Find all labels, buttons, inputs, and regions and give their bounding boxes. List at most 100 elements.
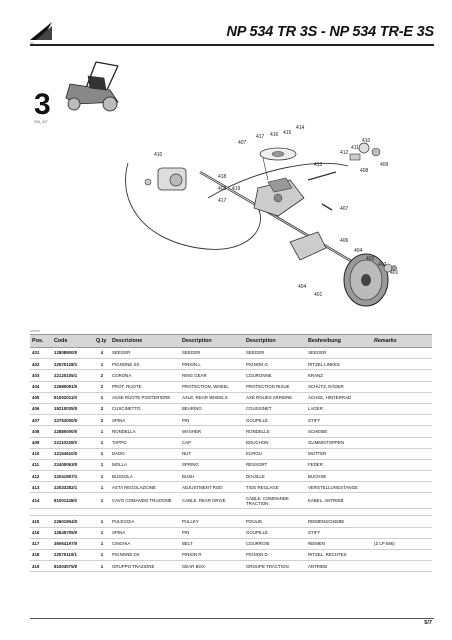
cell-desc-it: ASSE RUOTE POSTERIORE bbox=[110, 392, 180, 404]
callout-406: 406 bbox=[340, 238, 349, 244]
callout-404: 404 bbox=[298, 284, 307, 290]
col-code: Code bbox=[52, 334, 94, 348]
table-code: 437510 bbox=[30, 329, 41, 333]
cell-desc-fr: TIGE REGLAGE bbox=[244, 481, 306, 494]
cell-desc-fr: POULIE bbox=[244, 515, 306, 528]
callout-401-right: 401 bbox=[390, 270, 399, 276]
cell-remarks bbox=[372, 414, 432, 427]
cell-pos: 403 bbox=[30, 369, 52, 382]
cell-desc-it: CAVO COMANDO TRAZIONE bbox=[110, 492, 180, 510]
cell-desc-it: CINGHIA bbox=[110, 538, 180, 551]
cell-desc-it: TAPPO bbox=[110, 437, 180, 449]
section-code: 536_007 bbox=[34, 120, 48, 124]
col-description-en: Description bbox=[180, 334, 244, 348]
page-title: NP 534 TR 3S - NP 534 TR-E 3S bbox=[226, 24, 435, 40]
cell-code: 35064197/0 bbox=[52, 538, 94, 551]
exploded-diagram: 410 407 417 416 415 414 418 402 419 417 … bbox=[125, 125, 399, 307]
callout-409: 409 bbox=[380, 162, 389, 168]
title-rule bbox=[30, 44, 434, 46]
cell-code: 22570110/1 bbox=[52, 549, 94, 562]
table-spacer-row bbox=[30, 508, 432, 517]
cell-code: 12808900/0 bbox=[52, 347, 94, 360]
wheel-gear-drawing bbox=[343, 253, 389, 307]
cell-remarks bbox=[372, 437, 432, 449]
spacer-cell bbox=[30, 508, 52, 517]
cell-desc-de: SCHEIBE bbox=[306, 425, 372, 438]
spacer-cell bbox=[180, 508, 244, 517]
callout-419: 419 bbox=[232, 186, 241, 192]
cell-desc-en: BELT bbox=[180, 538, 244, 551]
cell-desc-de: BUCHSE bbox=[306, 470, 372, 483]
cell-remarks bbox=[372, 403, 432, 416]
cell-remarks bbox=[372, 459, 432, 472]
cell-remarks bbox=[372, 549, 432, 562]
callout-412: 412 bbox=[340, 150, 349, 156]
cell-desc-it: RONDELLA bbox=[110, 425, 180, 438]
cell-pos: 410 bbox=[30, 448, 52, 460]
spacer-cell bbox=[110, 508, 180, 517]
callout-408: 408 bbox=[360, 168, 369, 174]
cell-desc-en: GEAR BOX bbox=[180, 560, 244, 573]
cell-desc-de: SCHÜTZ, RÄDER bbox=[306, 381, 372, 393]
cell-code: 22033282/1 bbox=[52, 481, 94, 494]
cell-desc-fr: COURROIE bbox=[244, 538, 306, 551]
cell-qty: 1 bbox=[94, 538, 110, 551]
cell-qty: 1 bbox=[94, 515, 110, 528]
cell-desc-de: ANTRIEB bbox=[306, 560, 372, 573]
callout-410: 410 bbox=[154, 152, 163, 158]
callout-411: 411 bbox=[351, 145, 359, 151]
cell-code: 81001145/0 bbox=[52, 492, 94, 510]
cell-desc-en: SPRING bbox=[180, 459, 244, 472]
cell-desc-de: RIEMENSCHEIBE bbox=[306, 515, 372, 528]
cell-desc-en: RING GEAR bbox=[180, 369, 244, 382]
col-pos: Pos. bbox=[30, 334, 52, 348]
col-beshreibung: Beshreibung bbox=[306, 334, 372, 348]
cell-desc-it: DADO bbox=[110, 448, 180, 460]
cell-pos: 401 bbox=[30, 347, 52, 360]
table-header-row: Pos. Code Q.ty Descrizione Description D… bbox=[30, 334, 432, 348]
spacer-cell bbox=[372, 508, 432, 517]
cell-remarks bbox=[372, 425, 432, 438]
cell-desc-fr: PIGNON D bbox=[244, 549, 306, 562]
cell-code: 22880000/0 bbox=[52, 425, 94, 438]
cell-pos: 417 bbox=[30, 538, 52, 551]
cell-desc-fr: RESSORT bbox=[244, 459, 306, 472]
cell-qty: 1 bbox=[94, 549, 110, 562]
cell-qty: 1 bbox=[94, 392, 110, 404]
cell-code: 19210035/0 bbox=[52, 403, 94, 416]
cell-desc-en: PIN bbox=[180, 414, 244, 427]
cell-remarks bbox=[372, 560, 432, 573]
cell-desc-en: SEEGER bbox=[180, 347, 244, 360]
cell-desc-it: CORONA bbox=[110, 369, 180, 382]
spacer-cell bbox=[52, 508, 94, 517]
cell-remarks bbox=[372, 448, 432, 460]
cell-desc-fr: RONDELLE bbox=[244, 425, 306, 438]
cell-qty: 4 bbox=[94, 347, 110, 360]
cell-code: 12154510/0 bbox=[52, 448, 94, 460]
page-number: 5/7 bbox=[424, 620, 432, 626]
callout-417: 417 bbox=[256, 134, 265, 140]
callout-415: 415 bbox=[283, 130, 292, 136]
cell-pos: 407 bbox=[30, 414, 52, 427]
left-pinion-drawing bbox=[144, 167, 187, 191]
cell-desc-de: RITZEL LINKES bbox=[306, 358, 372, 371]
cell-desc-de: RIEMEN bbox=[306, 538, 372, 551]
cell-desc-en: WASHER bbox=[180, 425, 244, 438]
cell-qty: 1 bbox=[94, 481, 110, 494]
cell-desc-en: ADJUSTMENT ROD bbox=[180, 481, 244, 494]
cell-desc-fr: GOUPILLE bbox=[244, 527, 306, 539]
cell-desc-fr: PROTECTION RISUE bbox=[244, 381, 306, 393]
cell-qty: 1 bbox=[94, 527, 110, 539]
cell-qty: 1 bbox=[94, 358, 110, 371]
